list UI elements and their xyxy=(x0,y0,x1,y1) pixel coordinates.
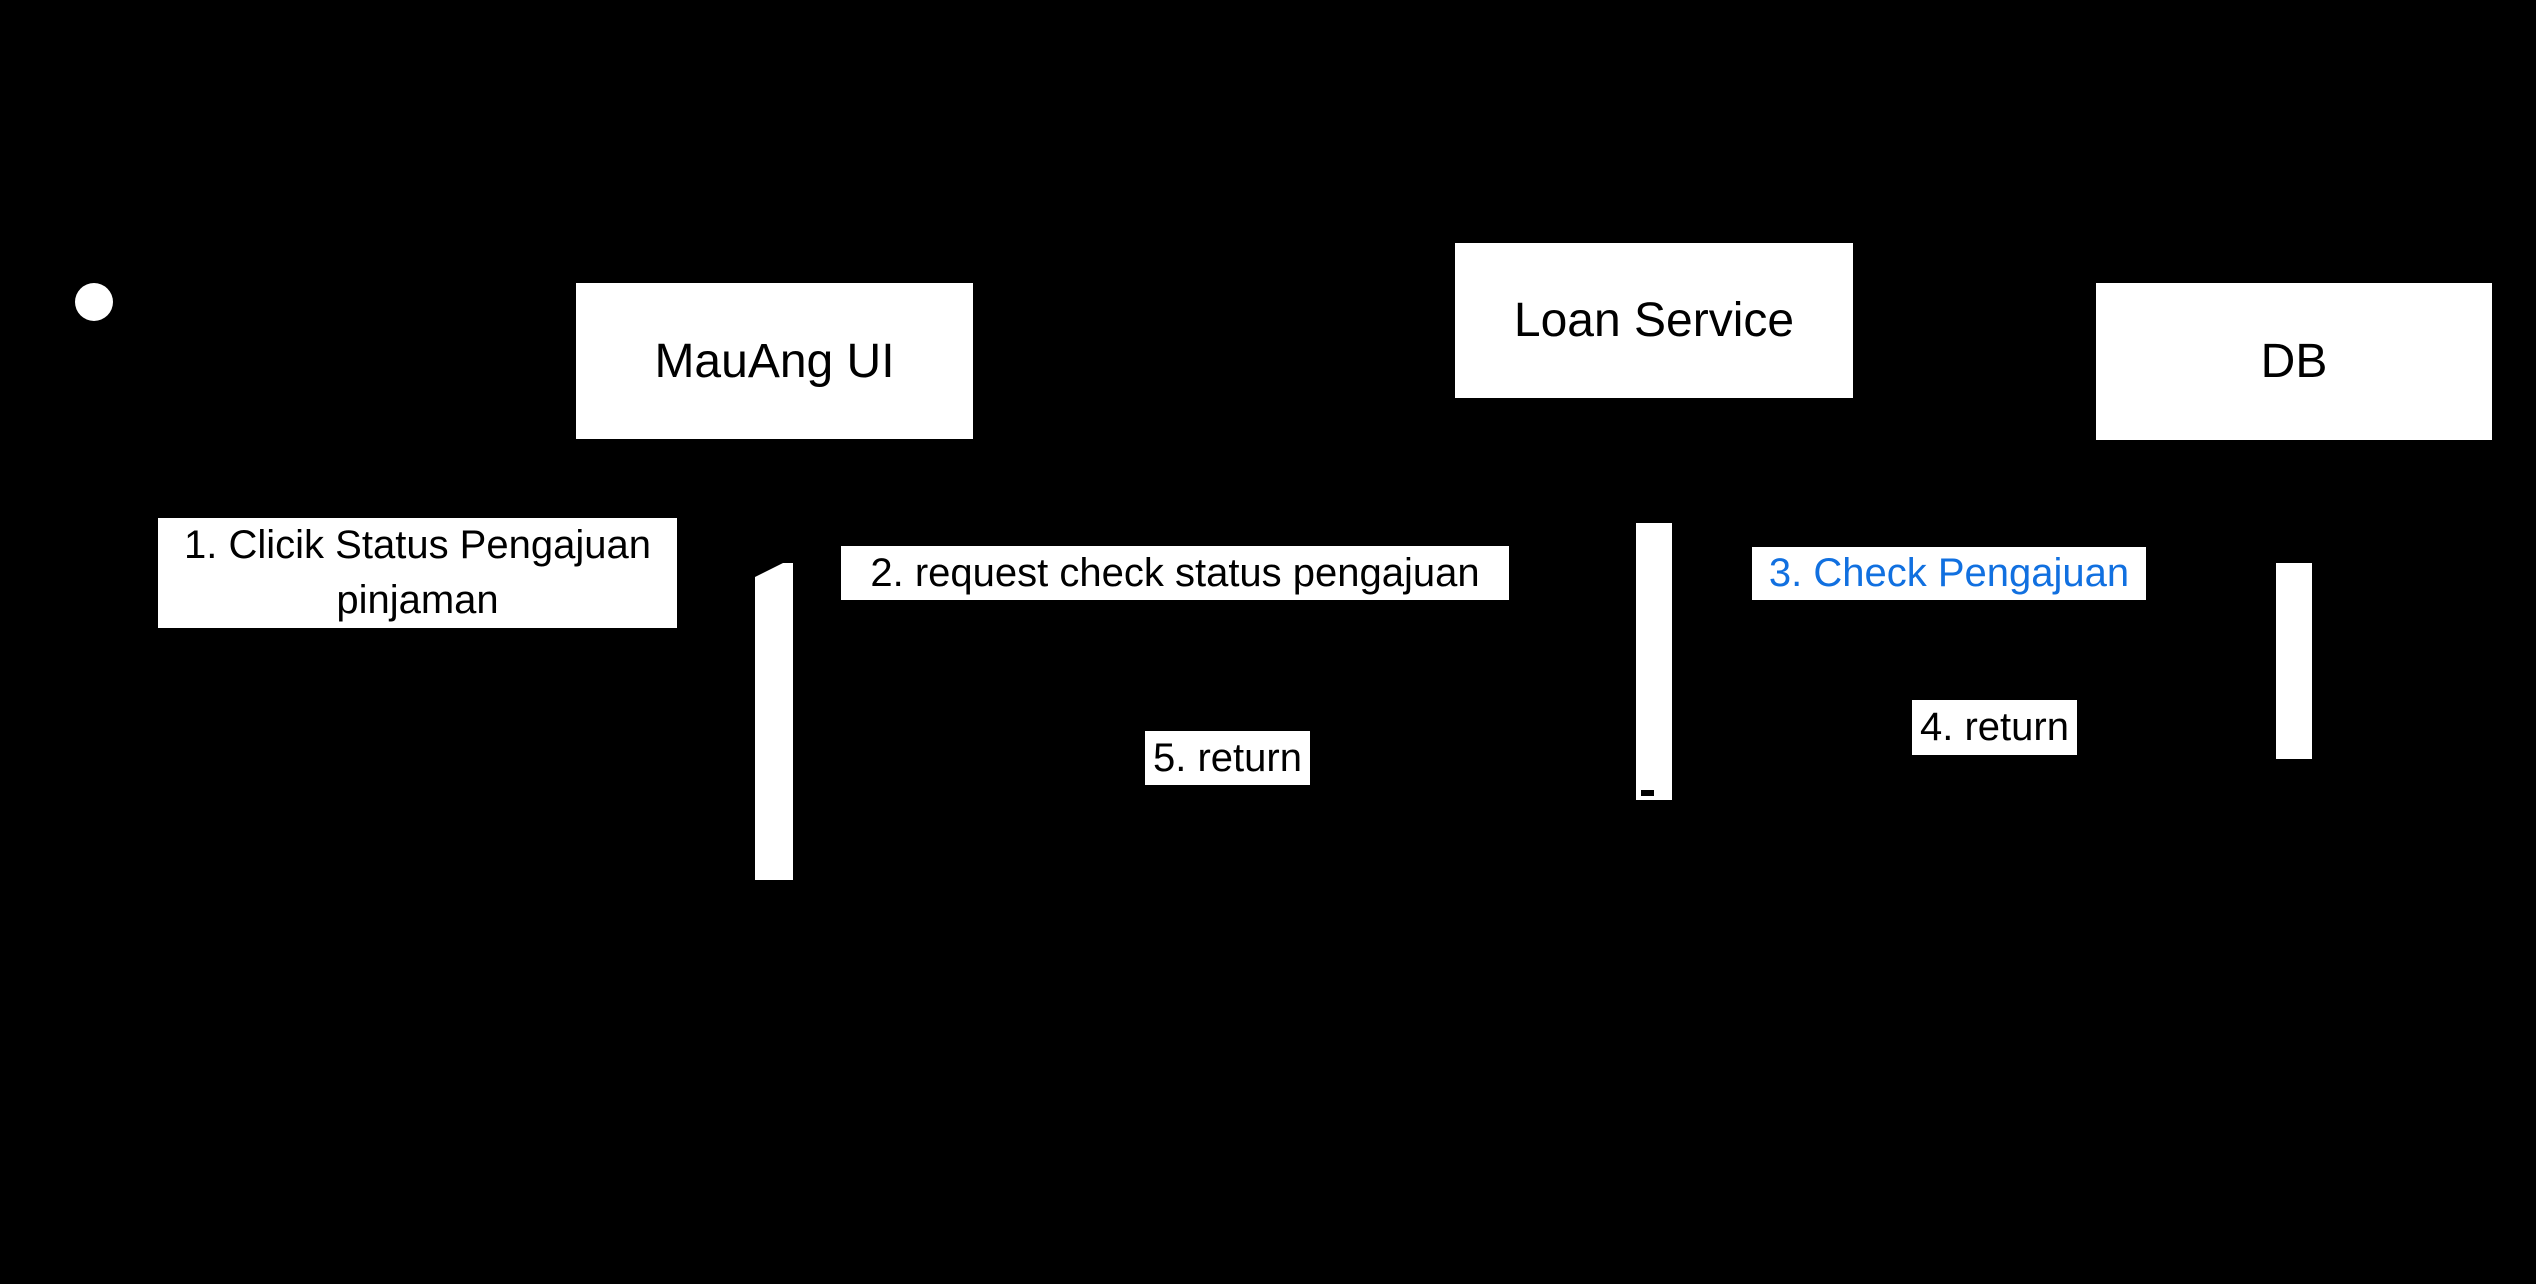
message-5-label: 5. return xyxy=(1145,731,1310,785)
activation-bar-loan-service xyxy=(1636,523,1672,800)
message-4-label: 4. return xyxy=(1912,700,2077,755)
activation-bar-db xyxy=(2276,563,2312,759)
message-3-link[interactable]: 3. Check Pengajuan xyxy=(1752,547,2146,600)
participant-mauang-ui: MauAng UI xyxy=(576,283,973,439)
activation-bar-mauang-ui xyxy=(755,563,793,880)
participant-loan-service: Loan Service xyxy=(1455,243,1853,398)
return-5-dash-segment xyxy=(1641,790,1654,796)
message-1-label: 1. Clicik Status Pengajuan pinjaman xyxy=(158,518,677,628)
participant-mauang-ui-label: MauAng UI xyxy=(654,334,895,388)
participant-db: DB xyxy=(2096,283,2492,440)
participant-db-label: DB xyxy=(2260,335,2328,388)
message-2-label: 2. request check status pengajuan xyxy=(841,546,1509,600)
actor-start-icon xyxy=(75,283,113,321)
message-1-arrowhead-icon xyxy=(755,563,783,577)
participant-loan-service-label: Loan Service xyxy=(1513,294,1795,347)
